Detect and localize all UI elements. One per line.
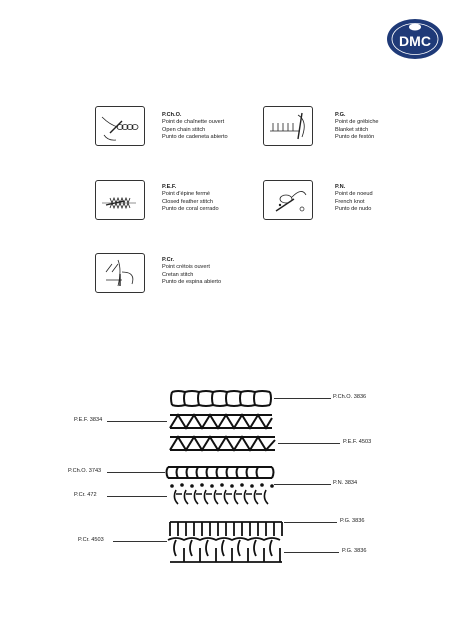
sample-label: P.Cr. 472 bbox=[74, 492, 97, 498]
logo-text: DMC bbox=[399, 33, 431, 49]
sample-row-cretan-2 bbox=[167, 537, 281, 557]
stitch-legend-3: P.E.F. Point d'épine fermé Closed feathe… bbox=[162, 184, 219, 213]
stitch-diagram-open-chain bbox=[95, 106, 145, 146]
sample-label: P.E.F. 3834 bbox=[74, 417, 103, 423]
stitch-legend-5: P.Cr. Point crétois ouvert Cretan stitch… bbox=[162, 257, 222, 286]
sample-label: P.Ch.O. 3836 bbox=[333, 394, 367, 400]
leader-line bbox=[284, 522, 337, 523]
stitch-diagram-blanket bbox=[263, 106, 313, 146]
sample-label: P.G. 3836 bbox=[342, 548, 367, 554]
stitch-legend-2: P.G. Point de grébiche Blanket stitch Pu… bbox=[335, 112, 379, 141]
leader-line bbox=[107, 421, 167, 422]
stitch-legend-4: P.N. Point de noeud French knot Punto de… bbox=[335, 184, 373, 213]
sample-row-closed-feather-2 bbox=[169, 435, 276, 452]
dmc-logo: DMC bbox=[385, 17, 445, 61]
sample-label: P.Ch.O. 3743 bbox=[68, 468, 102, 474]
stitch-legend-1: P.Ch.O. Point de chaînette ouvert Open c… bbox=[162, 112, 228, 141]
leader-line bbox=[274, 484, 331, 485]
leader-line bbox=[107, 472, 165, 473]
leader-line bbox=[107, 496, 167, 497]
sample-row-french-knot bbox=[170, 483, 274, 488]
leader-line bbox=[284, 552, 339, 553]
sample-row-closed-feather-1 bbox=[169, 413, 273, 430]
sample-row-blanket-2 bbox=[170, 548, 282, 563]
leader-line bbox=[274, 398, 331, 399]
sample-label: P.G. 3836 bbox=[340, 518, 365, 524]
sample-row-open-chain bbox=[170, 390, 272, 407]
sample-row-cretan-1 bbox=[173, 489, 269, 505]
leader-line bbox=[113, 541, 167, 542]
stitch-diagram-closed-feather bbox=[95, 180, 145, 220]
sample-row-open-chain-2 bbox=[165, 466, 275, 479]
stitch-diagram-cretan bbox=[95, 253, 145, 293]
stitch-diagram-french-knot bbox=[263, 180, 313, 220]
leader-line bbox=[278, 443, 340, 444]
sample-row-blanket-1 bbox=[169, 521, 283, 536]
sample-label: P.N. 3834 bbox=[333, 480, 358, 486]
sample-label: P.Cr. 4503 bbox=[78, 537, 104, 543]
sample-label: P.E.F. 4503 bbox=[343, 439, 372, 445]
